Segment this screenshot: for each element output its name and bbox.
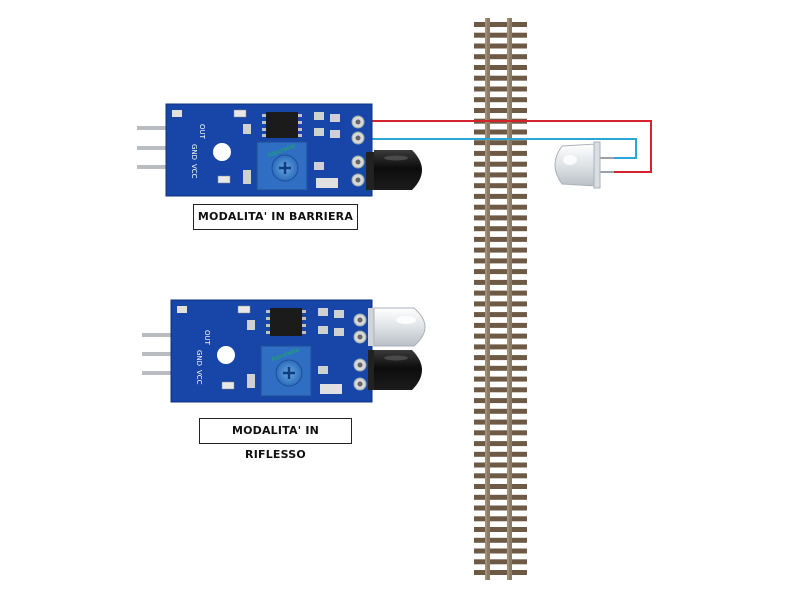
- potentiometer: Adjustable: [260, 345, 312, 397]
- rail-tie: [474, 22, 527, 27]
- caption-barrier-mode: MODALITA' IN BARRIERA: [193, 204, 358, 230]
- rail-tie: [474, 279, 527, 285]
- status-led: [233, 109, 247, 118]
- rail-tie: [474, 419, 527, 425]
- rail-tie: [474, 183, 527, 189]
- rail-tie: [474, 215, 527, 221]
- blue-wire: [366, 138, 637, 159]
- ir-receiver-photodiode: [366, 150, 422, 190]
- rail-tie: [474, 322, 527, 328]
- rail-tie: [474, 430, 527, 436]
- rail-tie: [474, 408, 527, 414]
- rail-tie: [474, 258, 527, 264]
- mounting-hole: [213, 143, 231, 161]
- pin-labels: OUT GND VCC: [195, 330, 211, 385]
- status-led: [237, 305, 251, 314]
- rail-tie: [474, 150, 527, 156]
- rail-tie: [474, 505, 527, 511]
- rail-tie: [474, 129, 527, 135]
- rail-tie: [474, 376, 527, 382]
- rail-tie: [474, 473, 527, 479]
- rail-tie: [474, 527, 527, 532]
- cross-screw-icon: [279, 162, 291, 174]
- power-led: [221, 381, 235, 390]
- ir-receiver-photodiode: [368, 350, 422, 390]
- pin-label-vcc: VCC: [190, 164, 198, 179]
- smd-components: [243, 112, 340, 188]
- rail-left: [485, 18, 490, 580]
- ir-sensor-board-barrier: OUT GND VCC Adjustable: [137, 103, 422, 197]
- rail-tie: [474, 570, 527, 575]
- rail-tie: [474, 344, 527, 350]
- rail-tie: [474, 226, 527, 232]
- rail-tie: [474, 43, 527, 49]
- rail-tie: [474, 537, 527, 543]
- rail-tie: [474, 312, 527, 318]
- railway-track: [474, 18, 527, 580]
- potentiometer: Adjustable: [256, 141, 308, 191]
- rail-tie: [474, 559, 527, 565]
- rail-tie: [474, 365, 527, 371]
- rail-tie: [474, 484, 527, 489]
- rail-tie: [474, 54, 527, 60]
- rail-tie: [474, 387, 527, 393]
- ir-sensor-board-reflex: OUT GND VCC Adjustable: [142, 299, 426, 403]
- emitter-wires: [366, 120, 652, 173]
- rail-tie: [474, 301, 527, 307]
- red-wire: [366, 120, 652, 173]
- comparator-chip: [262, 112, 302, 138]
- rail-tie: [474, 140, 527, 146]
- led-solder-pads: [351, 115, 365, 187]
- rail-tie: [474, 236, 527, 242]
- rail-tie: [474, 290, 527, 296]
- rail-tie: [474, 441, 527, 447]
- rail-tie: [474, 462, 527, 468]
- rail-tie: [474, 108, 527, 113]
- rail-tie: [474, 398, 527, 404]
- cross-screw-icon: [283, 367, 295, 379]
- comparator-chip: [266, 308, 306, 336]
- rail-tie: [474, 355, 527, 361]
- rail-tie: [474, 247, 527, 253]
- rail-tie: [474, 75, 527, 81]
- pin-label-gnd: GND: [190, 144, 198, 160]
- rail-tie: [474, 548, 527, 554]
- rail-right: [507, 18, 512, 580]
- rail-tie: [474, 269, 527, 275]
- pin-label-out: OUT: [203, 330, 211, 346]
- rail-tie: [474, 172, 527, 178]
- pin-label-vcc: VCC: [195, 370, 203, 385]
- rail-tie: [474, 97, 527, 103]
- rail-tie: [474, 86, 527, 92]
- pin-labels: OUT GND VCC: [190, 124, 206, 179]
- mounting-hole: [217, 346, 235, 364]
- rail-tie: [474, 516, 527, 522]
- rail-tie: [474, 65, 527, 70]
- rail-tie: [474, 333, 527, 339]
- led-solder-pads: [353, 313, 367, 391]
- remote-ir-emitter-led: [554, 141, 614, 189]
- rail-tie: [474, 494, 527, 500]
- rail-tie: [474, 451, 527, 457]
- caption-reflex-mode: MODALITA' IN RIFLESSO: [199, 418, 352, 461]
- pin-label-out: OUT: [198, 124, 206, 140]
- rail-tie: [474, 161, 527, 167]
- pin-label-gnd: GND: [195, 350, 203, 366]
- rail-tie: [474, 204, 527, 210]
- ir-emitter-led: [368, 307, 426, 347]
- power-led: [217, 175, 231, 184]
- smd-components: [247, 308, 344, 394]
- rail-tie: [474, 193, 527, 199]
- rail-tie: [474, 32, 527, 38]
